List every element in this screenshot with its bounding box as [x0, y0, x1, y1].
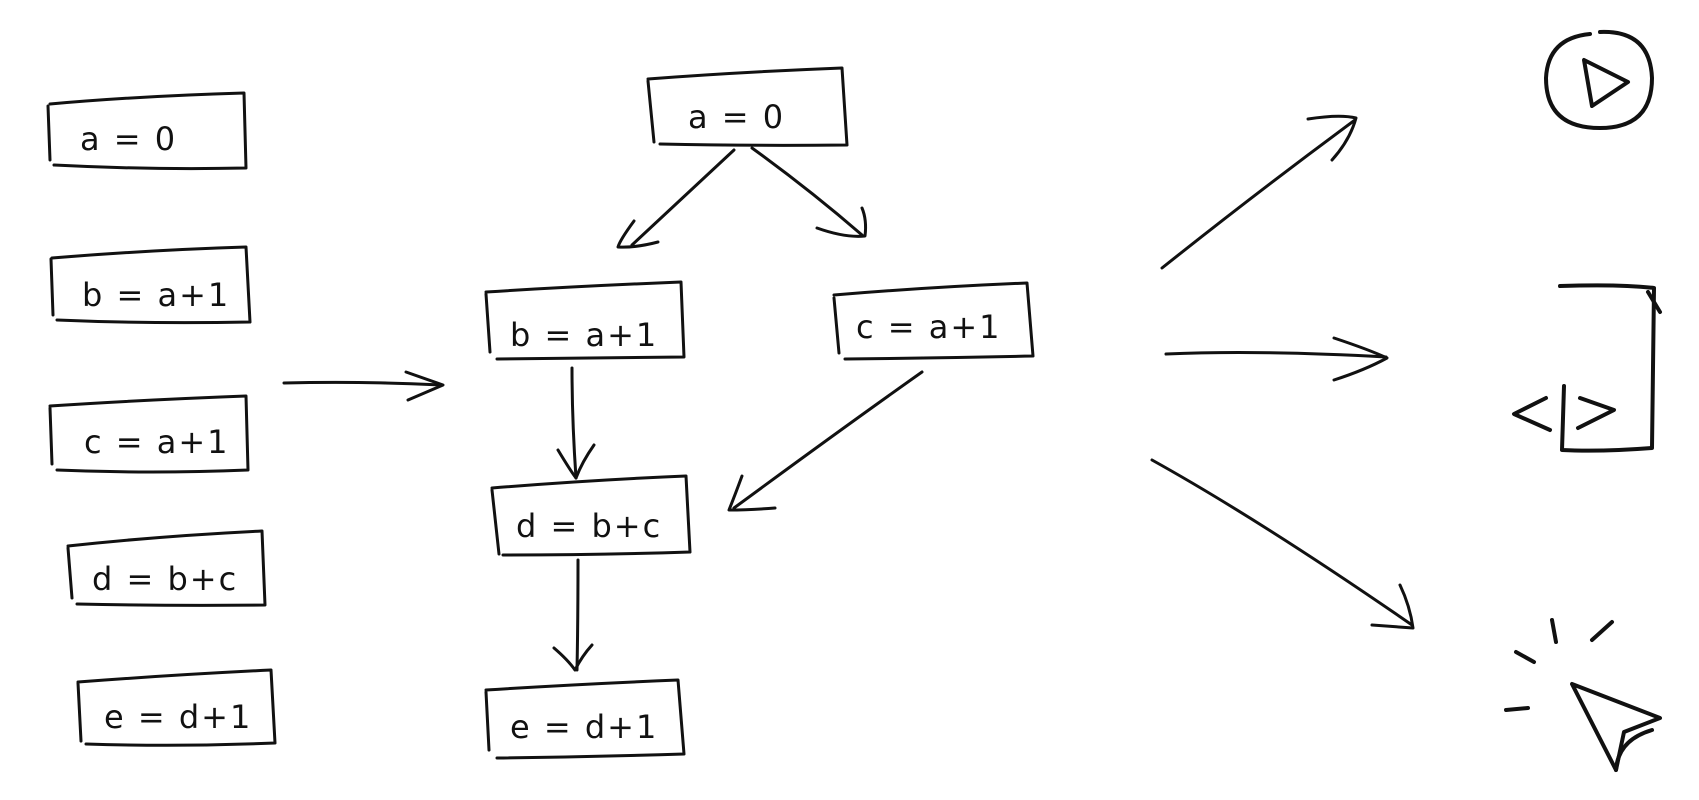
sequence-box-label: a = 0: [80, 120, 177, 158]
output-arrow-interact: [1150, 458, 1415, 630]
sequence-box-d: d = b+c: [66, 529, 267, 607]
output-arrow-run: [1160, 114, 1358, 270]
click-cursor-icon: [1504, 618, 1662, 772]
output-arrow-code: [1164, 336, 1389, 382]
dependency-graph: a = 0 b = a+1 c = a+1 d = b+c e = d+1: [484, 66, 1035, 760]
sequence-box-label: b = a+1: [82, 276, 230, 314]
edge-a-to-b: [616, 148, 736, 249]
sequence-box-c: c = a+1: [48, 394, 250, 474]
sequence-box-label: e = d+1: [104, 698, 252, 736]
graph-node-e: e = d+1: [484, 678, 686, 760]
sequence-box-e: e = d+1: [76, 668, 277, 747]
edge-a-to-c: [750, 146, 868, 238]
graph-node-a: a = 0: [646, 66, 849, 147]
graph-node-label: e = d+1: [510, 708, 658, 746]
code-file-icon: [1512, 283, 1662, 453]
sequence-box-label: d = b+c: [92, 560, 238, 598]
graph-node-c: c = a+1: [832, 281, 1035, 361]
graph-node-label: b = a+1: [510, 316, 658, 354]
graph-node-b: b = a+1: [484, 280, 686, 361]
sequence-box-b: b = a+1: [49, 245, 252, 325]
graph-node-label: d = b+c: [516, 507, 662, 545]
graph-node-label: a = 0: [688, 98, 785, 136]
sequence-box-label: c = a+1: [84, 423, 230, 461]
edge-c-to-d: [727, 370, 924, 512]
sequence-box-a: a = 0: [46, 91, 248, 171]
graph-node-label: c = a+1: [856, 308, 1002, 346]
sequence-column: a = 0 b = a+1 c = a+1 d = b+c e = d+1: [46, 91, 277, 747]
edge-d-to-e: [552, 558, 594, 672]
transform-arrow: [282, 370, 445, 402]
edge-b-to-d: [556, 366, 596, 480]
play-icon: [1544, 29, 1654, 130]
graph-node-d: d = b+c: [490, 474, 692, 557]
